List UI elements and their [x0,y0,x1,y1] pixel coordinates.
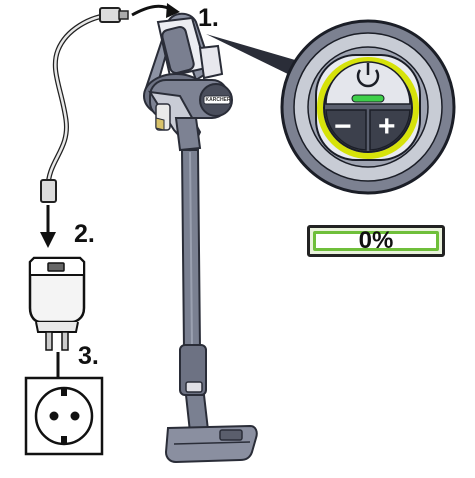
minus-button: − [334,110,352,143]
step-3-label: 3. [78,342,99,370]
vacuum-body [143,12,258,464]
zoom-callout [206,34,302,78]
battery-indicator: 0% [307,225,445,257]
power-adapter [28,256,86,351]
connect-arrow-2 [40,205,56,248]
battery-indicator-inner [313,231,439,251]
charging-cable [40,7,129,203]
wall-socket [24,376,104,456]
power-icon [356,63,380,88]
connect-arrow-1 [131,4,173,17]
plus-button: + [378,110,396,143]
step-1-label: 1. [198,4,219,32]
battery-level-label: 0% [358,227,394,254]
control-panel-zoom [280,19,456,195]
step-2-label: 2. [74,220,95,248]
status-led [351,94,385,103]
brand-badge: KÄRCHER [205,97,231,103]
